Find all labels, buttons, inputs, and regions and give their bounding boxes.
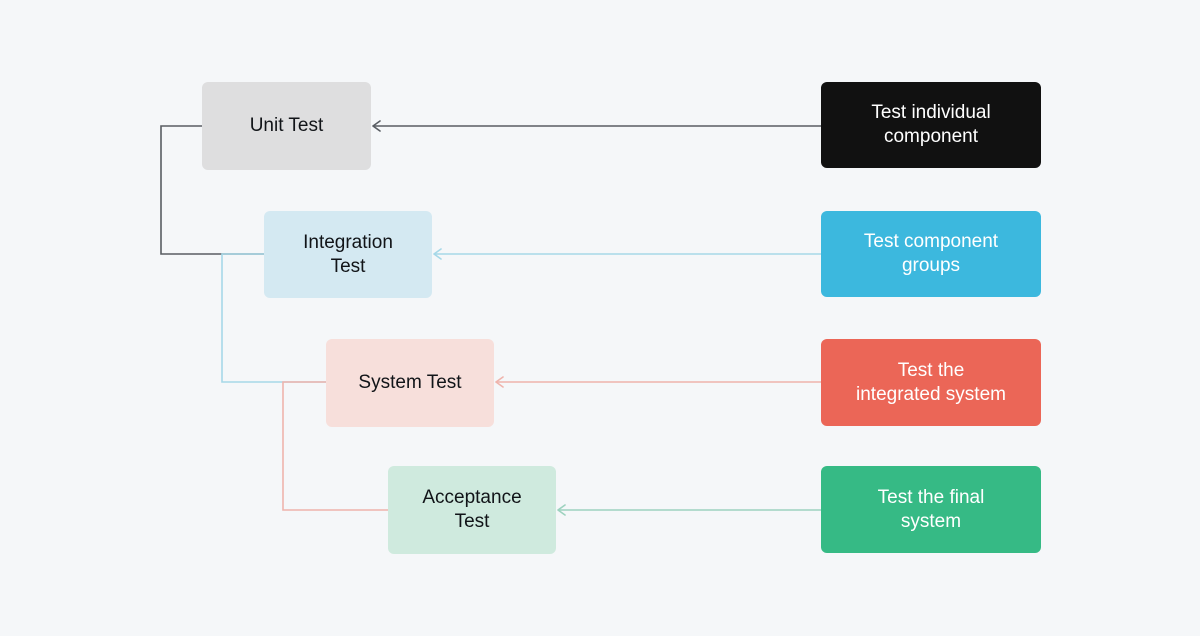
arrowhead-desc-to-integration-test xyxy=(433,248,442,260)
description-node-test-individual-component[interactable]: Test individual component xyxy=(821,82,1041,168)
stage-node-unit-test[interactable]: Unit Test xyxy=(202,82,371,170)
description-label: Test the integrated system xyxy=(856,359,1006,405)
description-node-test-component-groups[interactable]: Test component groups xyxy=(821,211,1041,297)
stage-label: Unit Test xyxy=(249,115,324,137)
stage-node-integration-test[interactable]: Integration Test xyxy=(264,211,432,298)
stage-node-acceptance-test[interactable]: Acceptance Test xyxy=(388,466,556,554)
arrowhead-desc-to-acceptance-test xyxy=(557,504,566,516)
description-node-test-the-integrated-system[interactable]: Test the integrated system xyxy=(821,339,1041,426)
arrowhead-desc-to-unit-test xyxy=(372,120,381,132)
description-label: Test the final system xyxy=(877,486,985,532)
stage-label: System Test xyxy=(358,372,462,394)
arrowhead-desc-to-system-test xyxy=(495,376,504,388)
description-label: Test individual component xyxy=(871,102,991,147)
description-label: Test component groups xyxy=(863,231,999,276)
stage-node-system-test[interactable]: System Test xyxy=(326,339,494,427)
stage-label: Acceptance Test xyxy=(422,487,522,532)
stage-label: Integration Test xyxy=(303,231,393,277)
description-node-test-the-final-system[interactable]: Test the final system xyxy=(821,466,1041,553)
